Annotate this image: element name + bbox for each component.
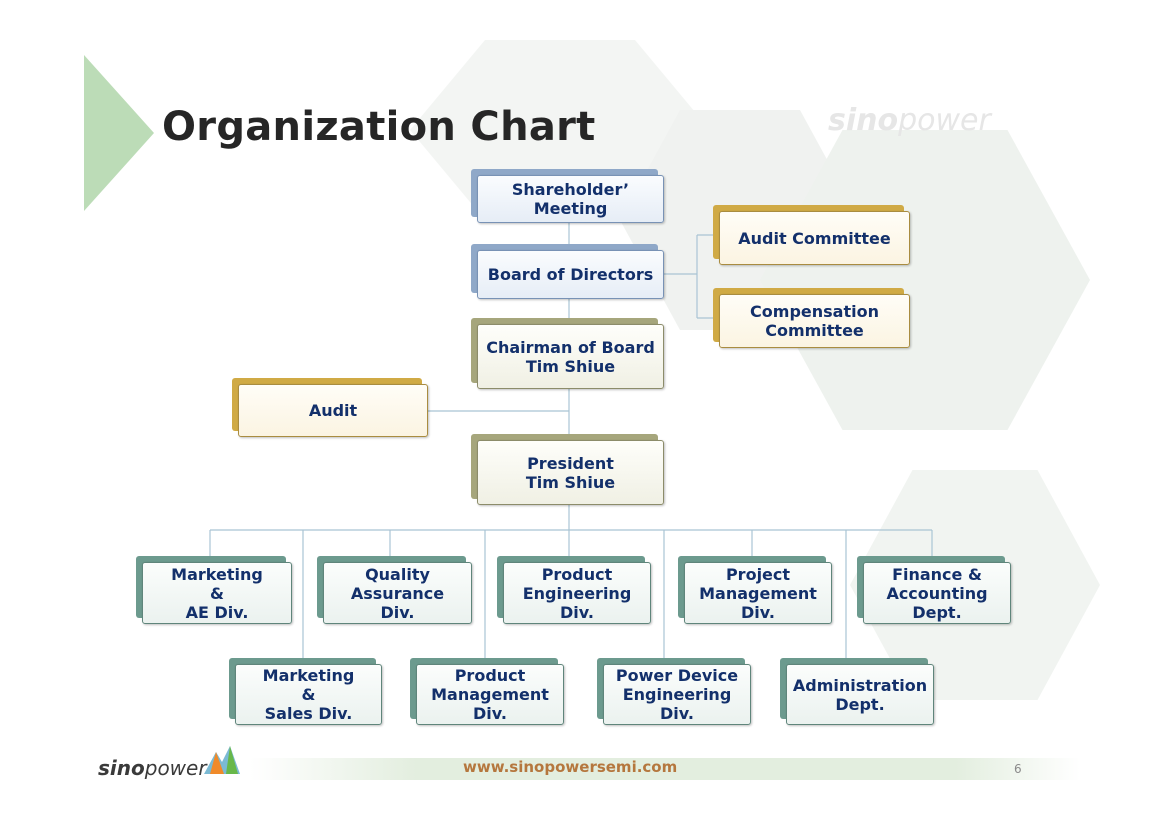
node-chairman-of-board: Chairman of Board Tim Shiue [471,318,664,389]
page-number: 6 [1014,762,1022,776]
node-finance-accounting-dept: Finance & Accounting Dept. [857,556,1011,624]
node-audit: Audit [232,378,428,437]
page-title: Organization Chart [162,104,596,150]
node-marketing-ae-div: Marketing & AE Div. [136,556,292,624]
footer-logo: sinopower [98,756,207,780]
node-product-engineering-div: Product Engineering Div. [497,556,651,624]
footer-bar [250,758,1080,780]
logo-mark-icon [204,746,240,774]
background-hexagon [760,130,1090,430]
watermark-logo: sinopower [828,103,991,138]
node-product-management-div: Product Management Div. [410,658,564,725]
node-quality-assurance-div: Quality Assurance Div. [317,556,472,624]
node-audit-committee: Audit Committee [713,205,910,265]
node-compensation-committee: Compensation Committee [713,288,910,348]
node-president: President Tim Shiue [471,434,664,505]
node-administration-dept: Administration Dept. [780,658,934,725]
node-board-of-directors: Board of Directors [471,244,664,299]
title-accent-triangle [84,55,154,211]
footer-website-link[interactable]: www.sinopowersemi.com [463,758,678,776]
node-shareholders-meeting: Shareholder’ Meeting [471,169,664,223]
node-project-management-div: Project Management Div. [678,556,832,624]
node-power-device-engineering-div: Power Device Engineering Div. [597,658,751,725]
node-marketing-sales-div: Marketing & Sales Div. [229,658,382,725]
